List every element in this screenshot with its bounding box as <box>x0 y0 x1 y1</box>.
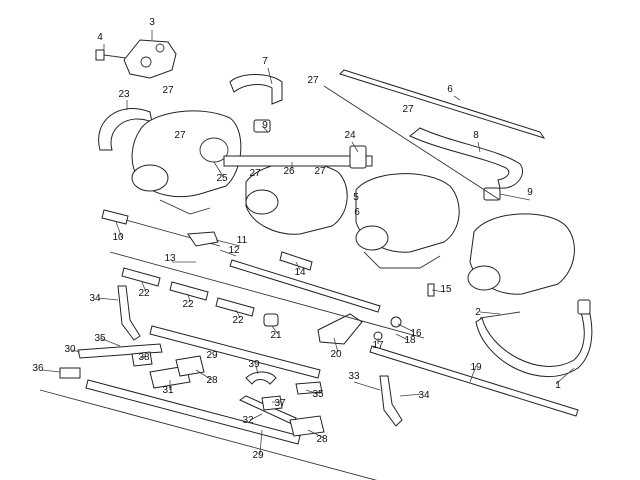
callout-c35a: 35 <box>94 333 106 344</box>
callout-c13: 13 <box>164 253 176 264</box>
part-22-hose-c <box>215 297 255 317</box>
callout-c19: 19 <box>470 362 482 373</box>
leader-lines <box>41 30 575 455</box>
callout-c15: 15 <box>440 284 452 295</box>
part-11-linkage <box>187 231 219 247</box>
callout-c10: 10 <box>112 232 124 243</box>
callout-c7: 7 <box>262 56 268 67</box>
callout-c22b: 22 <box>182 299 194 310</box>
callout-c18: 18 <box>404 335 416 346</box>
part-19-rod <box>369 345 579 417</box>
part-39-clamp <box>245 371 277 385</box>
callout-c5: 5 <box>353 192 359 203</box>
callout-c39: 39 <box>248 359 260 370</box>
part-6-rod <box>339 69 546 139</box>
callout-c34a: 34 <box>89 293 101 304</box>
callout-c37: 37 <box>274 398 286 409</box>
callout-c27f: 27 <box>314 166 326 177</box>
callout-c36: 36 <box>32 363 44 374</box>
callout-c24: 24 <box>344 130 356 141</box>
part-20-bracket <box>317 313 363 345</box>
part-29-hose-b <box>85 379 301 445</box>
callout-c28a: 28 <box>206 375 218 386</box>
callout-c27b: 27 <box>307 75 319 86</box>
part-22-hose-b <box>169 281 209 301</box>
callout-c11: 11 <box>237 235 248 246</box>
part-28-valve-a <box>175 355 205 377</box>
callout-c38: 38 <box>138 352 150 363</box>
part-29-hose-a <box>149 325 321 379</box>
part-24-fitting <box>349 145 367 169</box>
callout-c21: 21 <box>270 330 282 341</box>
part-14-sleeve <box>279 251 313 271</box>
callout-c25: 25 <box>216 173 228 184</box>
part-21-fitting <box>263 313 279 327</box>
callout-c35b: 35 <box>312 389 324 400</box>
callout-c22c: 22 <box>232 315 244 326</box>
callout-c1: 1 <box>555 380 561 391</box>
callout-c28b: 28 <box>316 434 328 445</box>
callout-c2: 2 <box>475 307 481 318</box>
part-3-bracket <box>123 39 177 79</box>
callout-c29a: 29 <box>206 350 218 361</box>
part-34-hose-b <box>379 375 403 427</box>
part-36-fitting <box>59 367 81 379</box>
part-7-hose <box>229 74 283 105</box>
part-38-fitting <box>131 351 153 367</box>
part-16-washer <box>390 316 402 328</box>
callout-c30: 30 <box>64 344 76 355</box>
callout-c9: 9 <box>262 120 268 131</box>
callout-c27e: 27 <box>249 168 261 179</box>
callout-c4: 4 <box>97 32 103 43</box>
part-30-pipe <box>77 343 163 359</box>
carburetor-4 <box>467 213 575 295</box>
part-1-cable-plug <box>577 299 591 315</box>
callout-c3: 3 <box>149 17 155 28</box>
carburetor-3 <box>355 173 460 269</box>
part-2-cable-end <box>479 311 521 319</box>
part-15-bolt <box>427 283 435 297</box>
callout-c8: 8 <box>473 130 479 141</box>
part-28-valve-b <box>289 415 325 437</box>
callout-c33: 33 <box>348 371 360 382</box>
callout-c14: 14 <box>294 267 306 278</box>
boundary-lines <box>39 85 501 480</box>
carburetor-2 <box>245 161 348 235</box>
callout-c27a: 27 <box>162 85 174 96</box>
part-35-hose <box>295 381 323 395</box>
callout-c12: 12 <box>228 245 240 256</box>
part-14-bar <box>229 259 381 313</box>
part-26-fuel-rail <box>223 155 373 167</box>
callout-c29b: 29 <box>252 450 264 461</box>
callout-c22: 22 <box>138 288 150 299</box>
callout-c23: 23 <box>118 89 130 100</box>
callout-c27d: 27 <box>174 130 186 141</box>
part-4-bolt <box>95 49 127 61</box>
callout-c34b: 34 <box>418 390 430 401</box>
part-22-hose-a <box>121 267 161 287</box>
callout-c26: 26 <box>283 166 295 177</box>
callout-c31: 31 <box>162 385 174 396</box>
callout-c6: 6 <box>447 84 453 95</box>
callout-c6b: 6 <box>354 207 360 218</box>
part-23-hose <box>98 107 153 151</box>
callout-c17: 17 <box>372 340 384 351</box>
part-37-tee <box>261 395 283 411</box>
part-34-hose-a <box>117 285 141 341</box>
callout-c16: 16 <box>410 328 422 339</box>
callout-c32: 32 <box>242 415 254 426</box>
callout-c9b: 9 <box>527 187 533 198</box>
callout-c27c: 27 <box>402 104 414 115</box>
callout-c20: 20 <box>330 349 342 360</box>
